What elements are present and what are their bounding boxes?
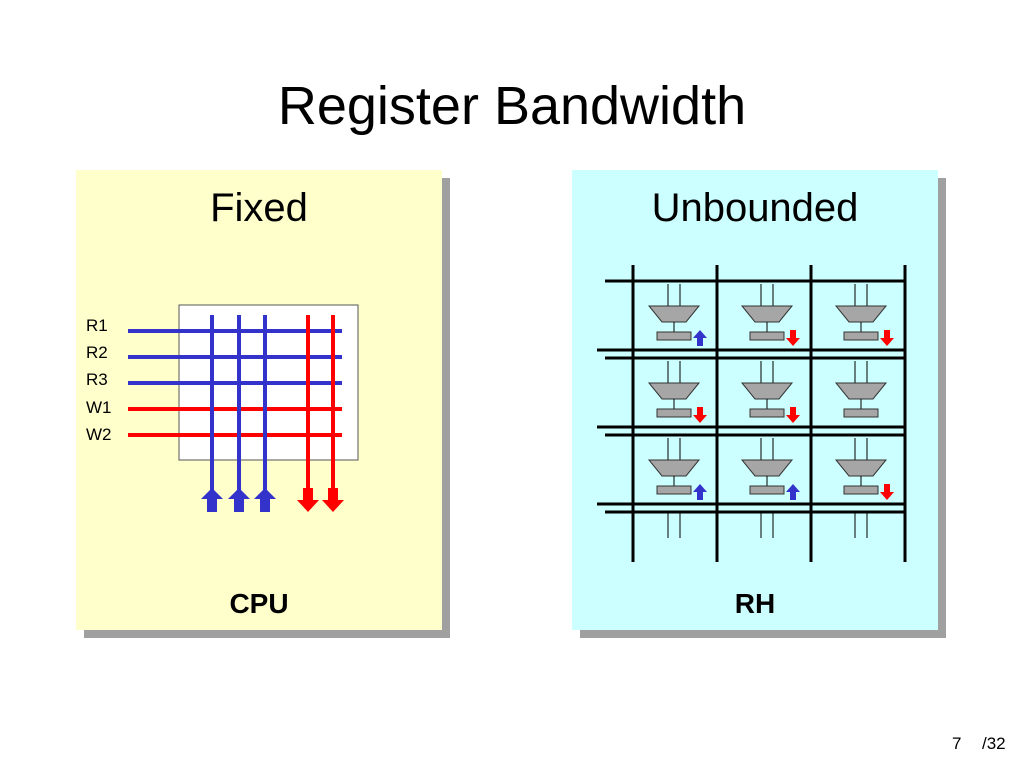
slide-title: Register Bandwidth — [277, 76, 747, 136]
read-arrow-up-icon — [693, 484, 707, 500]
register-label-w1: W1 — [86, 398, 112, 417]
cell-register — [749, 331, 785, 341]
write-arrow-down-icon — [880, 330, 894, 346]
cell-register — [749, 485, 785, 495]
alu-unit — [834, 305, 888, 323]
read-arrow-up-icon — [201, 488, 223, 512]
alu-unit — [834, 382, 888, 400]
register-label-r1: R1 — [86, 316, 108, 335]
fixed-register-file: R1 R2 R3 W1 W2 — [86, 304, 359, 512]
cell-register — [656, 485, 692, 495]
alu-unit — [740, 382, 794, 400]
write-arrow-down-icon — [297, 488, 319, 512]
register-label-r3: R3 — [86, 370, 108, 389]
read-arrow-up-icon — [228, 488, 250, 512]
register-label-r2: R2 — [86, 343, 108, 362]
cell-register — [656, 331, 692, 341]
alu-unit — [647, 305, 701, 323]
alu-unit — [740, 459, 794, 477]
write-arrow-down-icon — [786, 330, 800, 346]
fixed-panel-heading: Fixed — [210, 186, 308, 230]
alu-unit — [834, 459, 888, 477]
rh-cells — [647, 284, 894, 538]
cell-register — [749, 408, 785, 418]
alu-unit — [647, 382, 701, 400]
cell-register — [843, 331, 879, 341]
write-arrow-down-icon — [322, 488, 344, 512]
write-arrow-down-icon — [786, 407, 800, 423]
write-arrow-down-icon — [880, 484, 894, 500]
fixed-panel: Fixed CPU — [76, 170, 442, 630]
unbounded-panel-heading: Unbounded — [651, 186, 859, 230]
alu-unit — [647, 459, 701, 477]
cell-register — [843, 485, 879, 495]
cell-register — [656, 408, 692, 418]
cell-register — [843, 408, 879, 418]
register-label-w2: W2 — [86, 425, 112, 444]
write-arrow-down-icon — [693, 407, 707, 423]
page-number-current: 7 — [952, 734, 962, 753]
fixed-panel-caption: CPU — [229, 588, 289, 619]
unbounded-panel-caption: RH — [734, 588, 776, 619]
alu-unit — [740, 305, 794, 323]
page-number-total: /32 — [982, 734, 1006, 753]
read-arrow-up-icon — [786, 484, 800, 500]
read-arrow-up-icon — [693, 330, 707, 346]
read-arrow-up-icon — [254, 488, 276, 512]
